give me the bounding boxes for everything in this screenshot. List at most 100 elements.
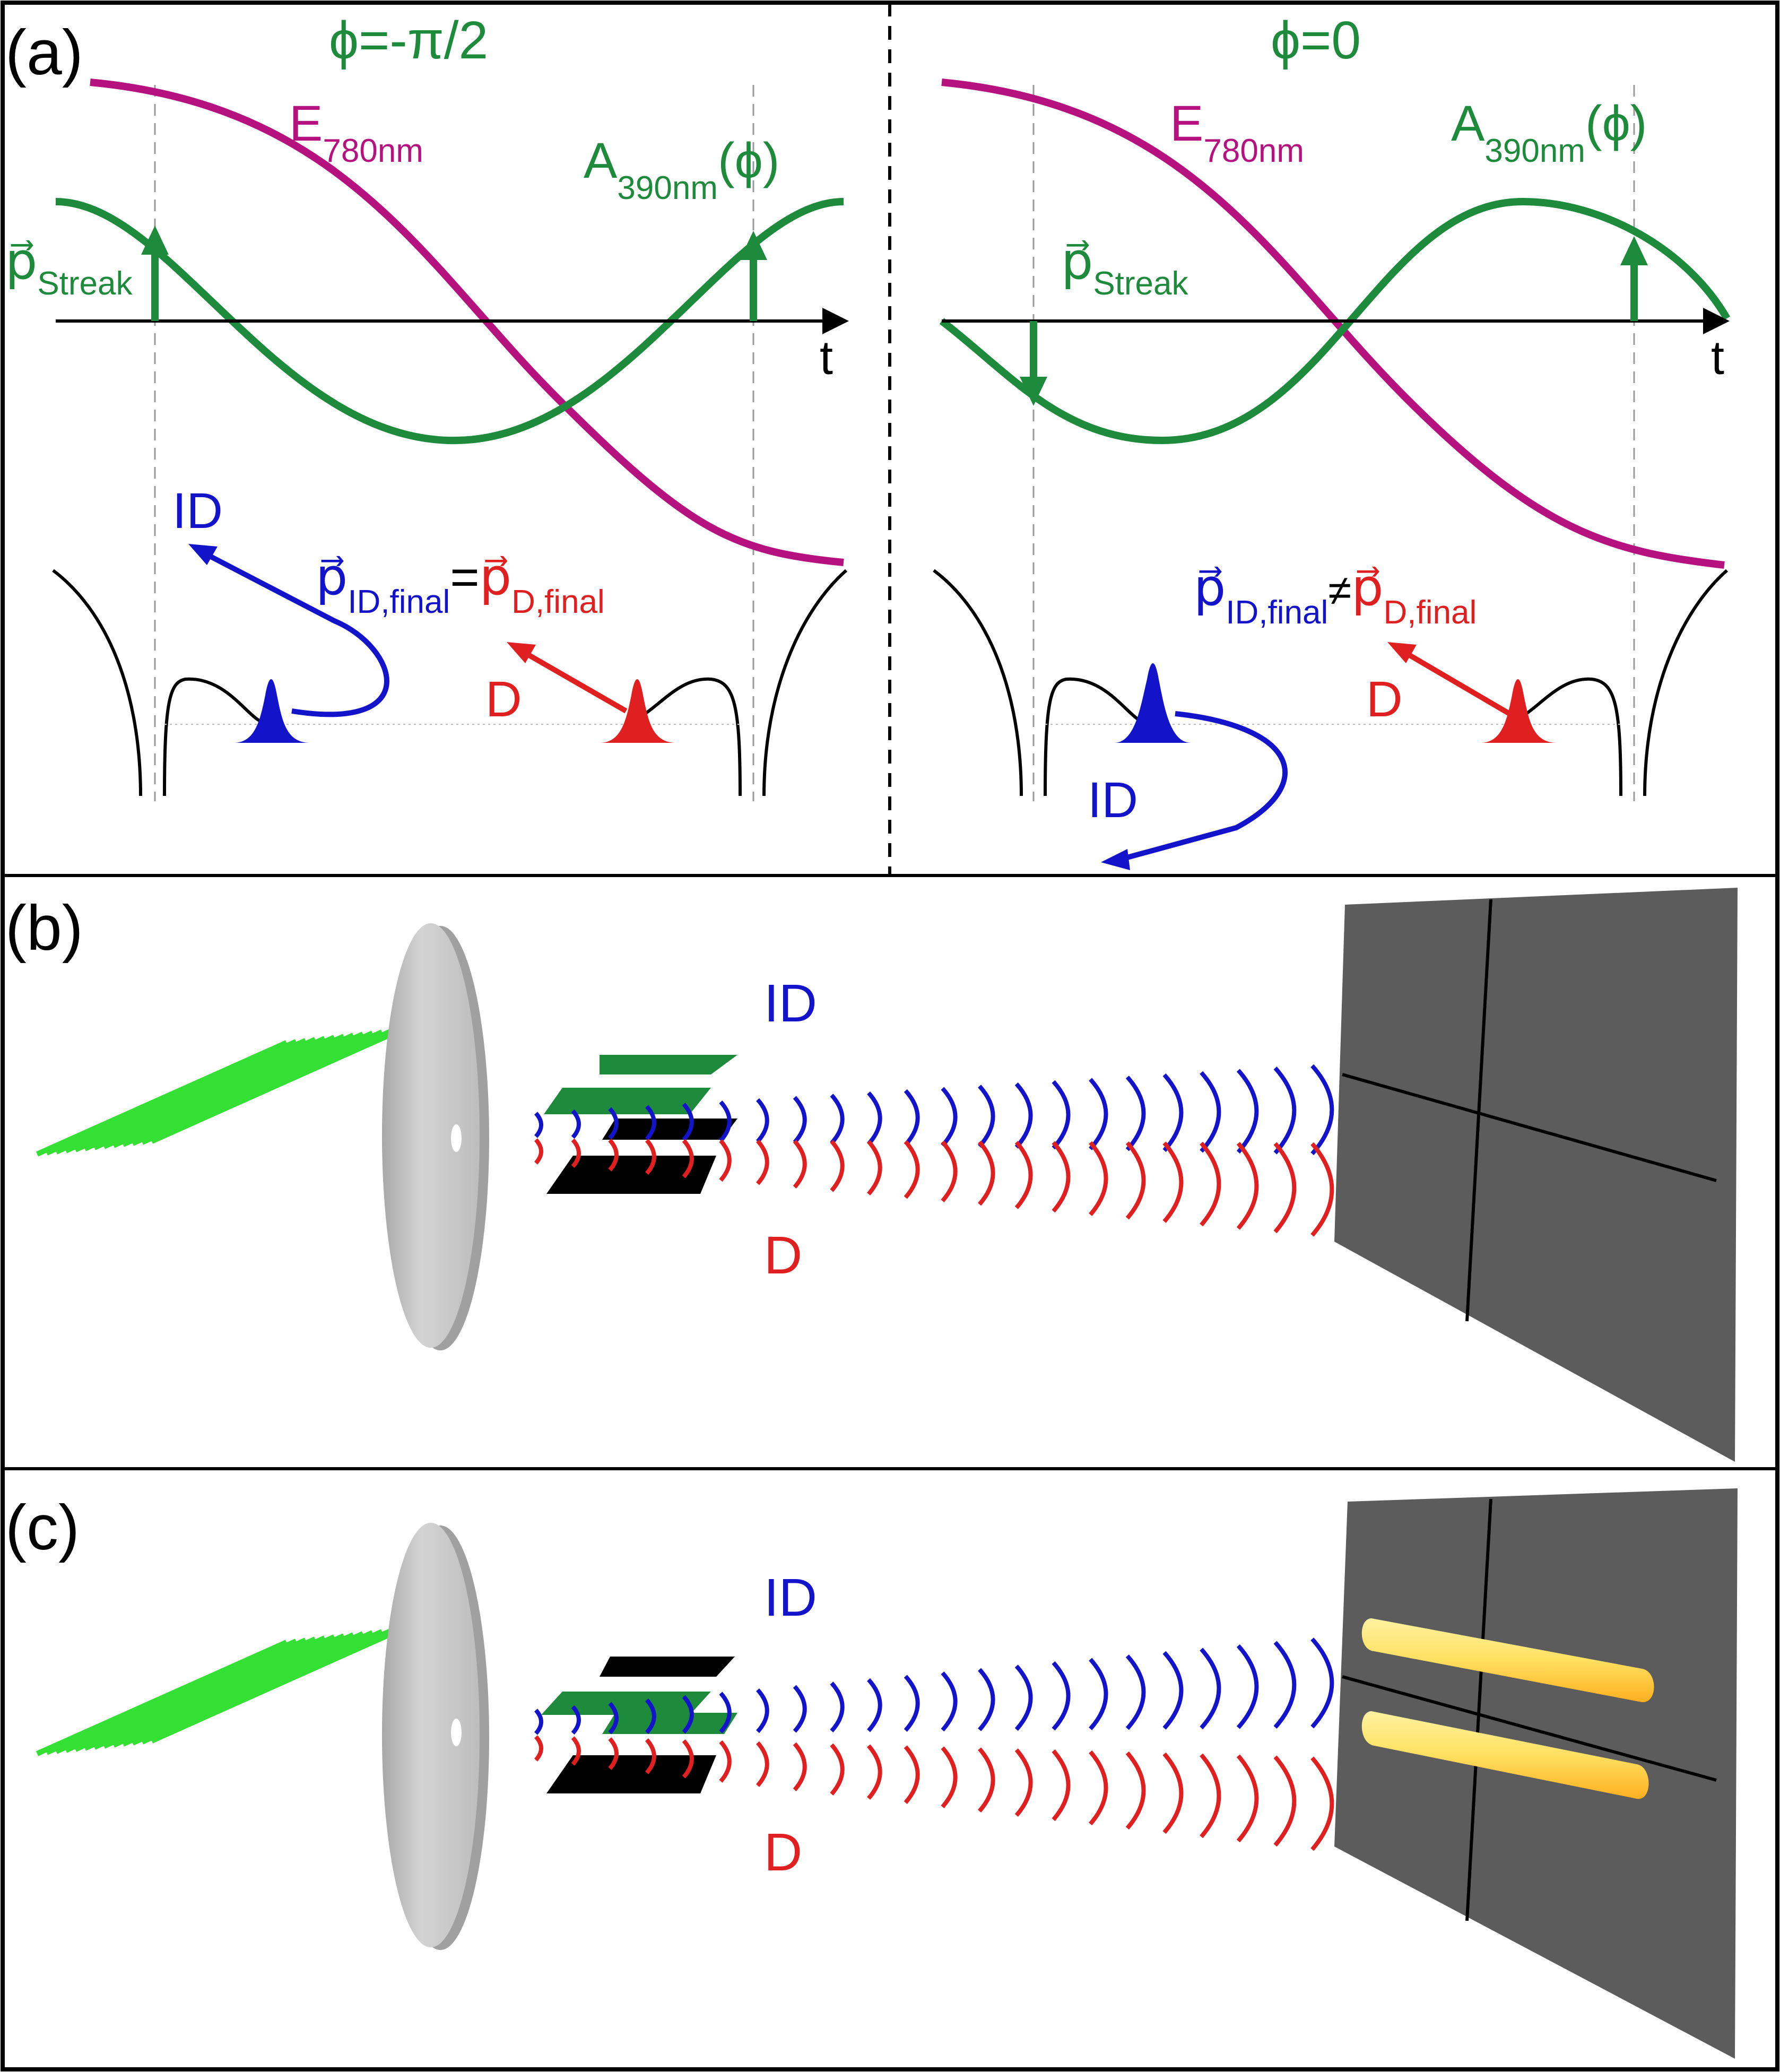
id-label-right: ID <box>1088 772 1138 828</box>
panel-b: (b) ID D <box>5 888 1738 1462</box>
id-wave-arc <box>608 1702 619 1735</box>
e-field-curve-right <box>941 79 1725 569</box>
laser-line <box>121 1030 374 1147</box>
d-label-left: D <box>485 671 522 727</box>
id-wave-arc <box>756 1688 769 1733</box>
id-wave-arc <box>904 1675 920 1732</box>
p-streak-left: p⃗Streak <box>5 233 133 302</box>
streak-arrowhead <box>740 231 767 260</box>
d-wave-arc <box>571 1736 581 1766</box>
a-field-curve-left <box>55 198 844 445</box>
d-wave-arc <box>1200 1141 1221 1227</box>
d-wave-arc <box>978 1747 995 1813</box>
d-wave-arc <box>534 1138 543 1165</box>
time-axis-arrow-left <box>822 308 849 334</box>
id-wave-arc <box>608 1107 619 1140</box>
time-axis-arrow-right <box>1703 308 1730 334</box>
id-arrowhead-right <box>1101 849 1130 870</box>
id-wave-arc <box>1273 1641 1297 1729</box>
laser-line <box>83 1634 336 1751</box>
id-wave-arc <box>1125 1654 1146 1730</box>
id-wave-arc <box>793 1096 807 1144</box>
id-wave-arc <box>682 1103 694 1141</box>
d-wave-arc <box>1052 1141 1071 1213</box>
id-wave-arc <box>904 1089 920 1147</box>
id-wave-arc <box>1162 1651 1184 1730</box>
d-wavepacket-left <box>600 679 676 743</box>
d-wave-arc <box>571 1138 581 1168</box>
d-trajectory-left <box>518 647 628 714</box>
id-wave-arc <box>719 1692 732 1733</box>
aperture-disk <box>382 923 537 1350</box>
id-wave-arc <box>830 1681 845 1733</box>
laser-line <box>45 1039 298 1156</box>
laser-line <box>121 1630 374 1747</box>
id-wave-arc <box>1089 1078 1108 1150</box>
d-arrowhead-right <box>1387 642 1417 663</box>
id-wave-arc <box>941 1087 958 1147</box>
laser-line <box>93 1034 345 1150</box>
panel-a: (a) ϕ=-π/2 t p⃗Streak E780nm A390nm(ϕ) <box>5 11 1731 870</box>
id-wave-arc <box>571 1109 581 1139</box>
streak-arrowhead <box>1620 236 1648 265</box>
d-wave-arc <box>682 1739 694 1779</box>
deflection-plates <box>541 1657 737 1793</box>
e-label-right: E780nm <box>1170 96 1304 169</box>
d-wave-arc <box>608 1139 619 1172</box>
laser-line <box>102 1033 355 1149</box>
relation-right: p⃗ID,final≠p⃗D,final <box>1194 560 1477 631</box>
id-wave-arc <box>1014 1664 1033 1731</box>
id-wave-arc <box>682 1695 694 1734</box>
laser-line <box>36 1040 288 1157</box>
d-wave-arc <box>1310 1142 1334 1237</box>
id-wave-arc <box>1310 1637 1334 1729</box>
d-wave-arc <box>978 1140 995 1206</box>
d-wave-arc <box>1014 1748 1033 1817</box>
d-detector-bar <box>1361 1711 1649 1799</box>
id-wave-arc <box>830 1094 845 1145</box>
d-wave-arc <box>867 1744 882 1800</box>
phase-title-left: ϕ=-π/2 <box>329 11 488 70</box>
id-wave-arc <box>1089 1658 1108 1730</box>
a-field-curve-right <box>939 197 1731 445</box>
time-label-left: t <box>820 332 833 385</box>
d-wave-arc <box>534 1735 543 1762</box>
id-wave-arc <box>534 1112 543 1138</box>
laser-line <box>45 1638 298 1755</box>
id-wave-arc <box>941 1671 958 1732</box>
d-wave-arc <box>756 1139 769 1185</box>
d-wave-arc <box>645 1738 656 1774</box>
panel-a-label: (a) <box>5 17 83 88</box>
laser-line <box>36 1640 288 1756</box>
d-wave-arc <box>1310 1756 1334 1851</box>
e-label-left: E780nm <box>289 96 423 169</box>
laser-line <box>74 1036 326 1152</box>
deflection-plates <box>544 1055 737 1194</box>
id-wave-arc <box>719 1100 732 1142</box>
id-wave-arc <box>793 1685 807 1733</box>
e-field-curve-left <box>90 79 844 566</box>
d-wave-arc <box>830 1743 845 1796</box>
potential-well-right <box>933 569 1728 796</box>
potential-well-left <box>52 569 847 796</box>
d-wave-arc <box>1089 1750 1108 1826</box>
d-wave-arc <box>1273 1755 1297 1847</box>
laser-line <box>131 1029 384 1146</box>
id-wave-arc <box>645 1105 656 1141</box>
d-wave-arc <box>1200 1753 1221 1839</box>
id-wavepacket-left <box>233 679 310 743</box>
laser-line <box>150 1027 403 1144</box>
d-wave-arc <box>1273 1142 1297 1234</box>
laser-line <box>112 1631 364 1748</box>
d-wave-arc <box>793 1139 807 1189</box>
laser-line <box>64 1636 317 1753</box>
laser-line <box>74 1635 326 1752</box>
d-wave-arc <box>904 1745 920 1804</box>
id-wave-arc <box>534 1709 543 1735</box>
aperture-disk <box>382 1523 537 1950</box>
d-wave-arc <box>1014 1140 1033 1209</box>
detector-screen <box>1334 888 1738 1462</box>
d-wave-arc <box>719 1139 732 1182</box>
id-wave-arc <box>756 1098 769 1143</box>
